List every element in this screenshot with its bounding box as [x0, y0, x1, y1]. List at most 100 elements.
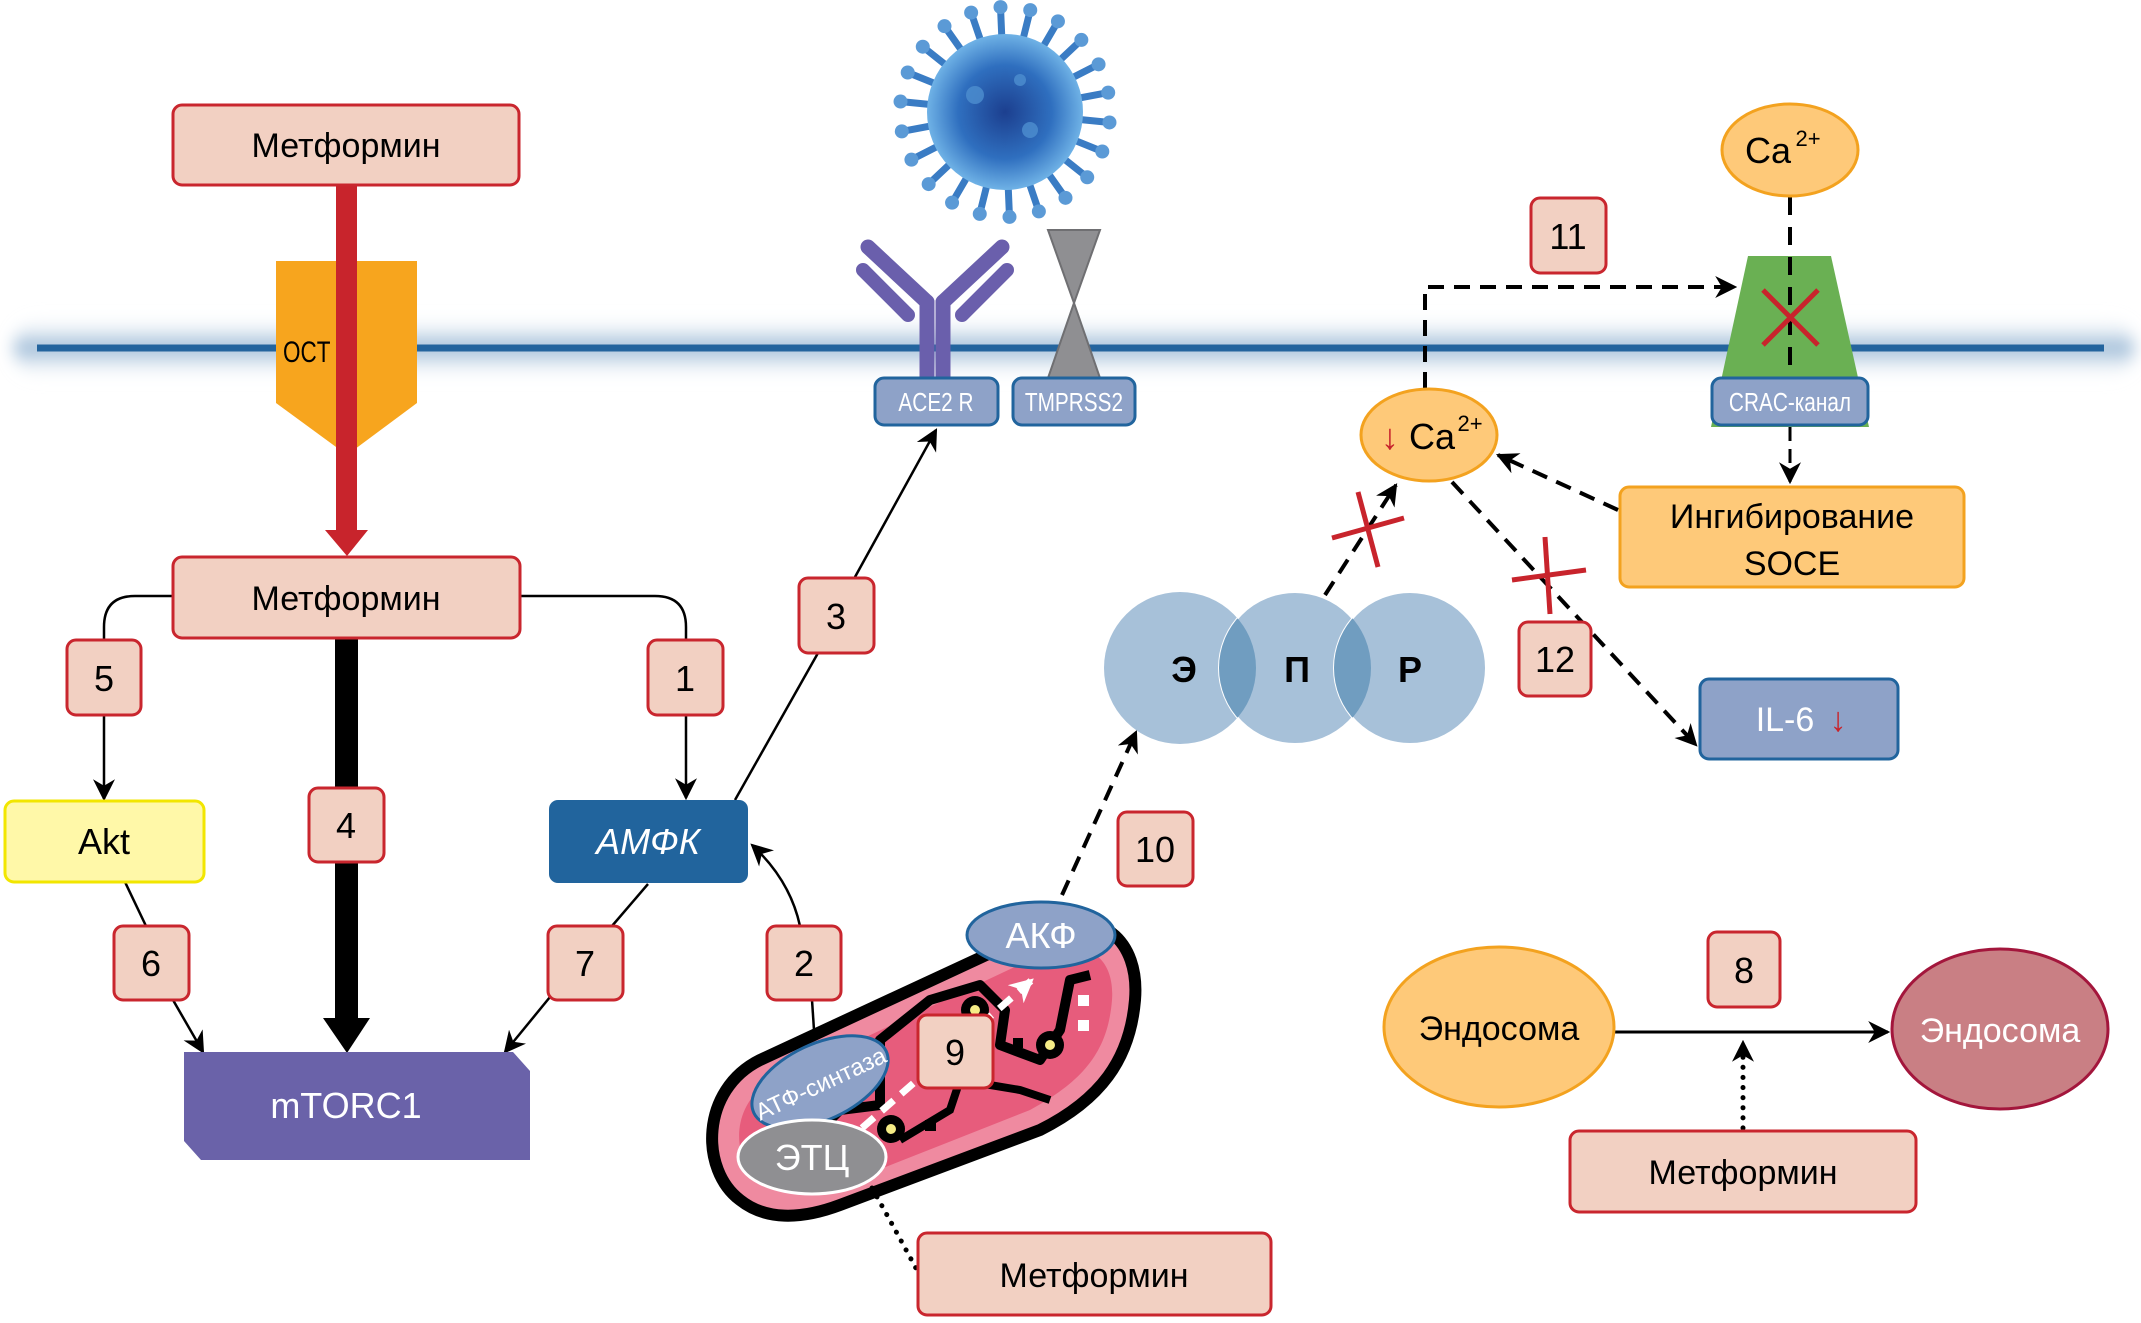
epr-node[interactable]: Э П Р [1104, 591, 1487, 745]
endosome-left-label: Эндосома [1419, 1010, 1580, 1048]
virus-spike-tip [894, 124, 909, 139]
coronavirus-image [893, 0, 1117, 224]
step-6-label: 6 [141, 943, 161, 984]
metformin-endo-label: Метформин [1649, 1154, 1838, 1192]
virus-spike-tip [1023, 3, 1038, 18]
akf-label: АКФ [1005, 915, 1076, 956]
step-badge-9[interactable]: 9 [916, 1013, 995, 1090]
ca-low-label: Ca [1409, 416, 1456, 457]
step-8-label: 8 [1734, 950, 1754, 991]
step-badge-10[interactable]: 10 [1116, 810, 1195, 888]
ca-low-down-arrow-icon: ↓ [1381, 416, 1399, 457]
step-badge-4[interactable]: 4 [307, 786, 386, 864]
epr-letter-e: Э [1171, 649, 1197, 690]
dotted-metformin-to-etc [869, 1185, 921, 1275]
mtorc1-node[interactable]: mTORC1 [184, 1052, 530, 1160]
virus-spike-tip [972, 206, 987, 221]
arrow-step2-to-ampk [750, 843, 802, 927]
tmprss2-label: TMPRSS2 [1025, 388, 1123, 417]
arrow-soce-to-low-ca [1496, 453, 1619, 512]
step-badge-3[interactable]: 3 [797, 576, 876, 655]
il6-label: IL-6 [1756, 701, 1815, 739]
virus-spike-tip [1102, 115, 1117, 130]
ca-top-label: Ca [1745, 130, 1792, 171]
step-7-label: 7 [575, 943, 595, 984]
arrow-epr-to-low-ca [1323, 483, 1398, 597]
step-2-label: 2 [794, 943, 814, 984]
step-11-label: 11 [1549, 216, 1586, 257]
endosome-right-label: Эндосома [1920, 1012, 2081, 1050]
step-3-label: 3 [826, 596, 846, 637]
arrow-step10-akf-to-epr [1060, 729, 1138, 896]
virus-spike-tip [893, 94, 908, 109]
virus-spike-tip [1050, 14, 1065, 29]
metformin-top-label: Метформин [252, 127, 441, 165]
block-mark-ca-il6 [1511, 536, 1587, 615]
virus-body [927, 34, 1083, 190]
arrow-step3-to-ace2 [853, 428, 938, 578]
connector-metformin-to-step1 [520, 594, 688, 640]
red-arrow-shaft [336, 185, 357, 531]
connector-akt-to-step6 [123, 881, 148, 927]
tmprss2-protease[interactable]: TMPRSS2 [1011, 229, 1137, 427]
step-badge-5[interactable]: 5 [65, 638, 143, 717]
ace2-receptor[interactable]: ACE2 R [856, 239, 1014, 427]
step-badge-1[interactable]: 1 [646, 638, 725, 717]
step-badge-6[interactable]: 6 [112, 924, 191, 1002]
arrow-step11-low-ca-to-crac [1423, 276, 1738, 388]
etc-node[interactable]: ЭТЦ [736, 1118, 888, 1196]
virus-spike-tip [1002, 209, 1017, 224]
virus-spike-tip [1080, 170, 1095, 185]
virus-spike-tip [993, 0, 1008, 15]
crac-block-x-icon [1761, 288, 1820, 347]
etc-label: ЭТЦ [775, 1137, 850, 1178]
virus-spike-tip [937, 19, 952, 34]
step-badge-11[interactable]: 11 [1529, 196, 1608, 275]
endosome-right-node[interactable]: Эндосома [1890, 947, 2110, 1111]
step-10-label: 10 [1135, 829, 1175, 870]
metformin-box-endosome[interactable]: Метформин [1568, 1129, 1918, 1214]
step-9-label: 9 [945, 1032, 965, 1073]
virus-spike-tip [1091, 57, 1106, 72]
akf-node[interactable]: АКФ [965, 900, 1117, 970]
virus-spike-tip [921, 177, 936, 192]
arrow-step6-to-mtorc1 [171, 999, 205, 1054]
connector-ampk-to-step7 [611, 883, 649, 927]
ampk-node[interactable]: АМФК [549, 800, 748, 883]
step-badge-2[interactable]: 2 [765, 924, 843, 1002]
il6-node[interactable]: IL-6 ↓ [1698, 677, 1900, 761]
connector-ampk-to-step3 [733, 652, 820, 801]
ca-low-node[interactable]: ↓ Ca 2+ [1359, 387, 1499, 483]
ca-extracellular-node[interactable]: Ca 2+ [1720, 102, 1860, 198]
soce-inhibition-node[interactable]: Ингибирование SOCE [1618, 485, 1966, 589]
ace2-y-shape [856, 239, 1014, 386]
soce-label-line1: Ингибирование [1670, 498, 1914, 536]
step-badge-12[interactable]: 12 [1517, 620, 1593, 698]
red-uptake-arrow [325, 185, 368, 556]
ca-top-charge: 2+ [1795, 126, 1820, 151]
akt-node[interactable]: Akt [3, 799, 206, 884]
step-5-label: 5 [94, 658, 114, 699]
step-badge-7[interactable]: 7 [546, 924, 625, 1002]
arrow-step7-to-mtorc1 [503, 996, 551, 1054]
block-mark-epr-ca [1331, 491, 1405, 568]
metformin-box-mito[interactable]: Метформин [916, 1231, 1273, 1317]
crac-channel[interactable]: CRAC-канал [1710, 197, 1870, 427]
metformin-mid-label: Метформин [252, 580, 441, 618]
metformin-box-mid[interactable]: Метформин [171, 555, 522, 640]
step-4-label: 4 [336, 805, 356, 846]
connector-metformin-to-step5 [102, 594, 173, 646]
virus-spike-tip [900, 65, 915, 80]
step-1-label: 1 [675, 658, 695, 699]
arrow-low-ca-to-il6 [1450, 480, 1698, 747]
il6-down-arrow-icon: ↓ [1830, 701, 1847, 739]
ca-low-charge: 2+ [1457, 411, 1482, 436]
epr-letter-r: Р [1398, 649, 1422, 690]
endosome-left-node[interactable]: Эндосома [1382, 945, 1616, 1109]
crac-label: CRAC-канал [1729, 388, 1851, 417]
oct-label: OCT [283, 335, 330, 369]
virus-spike-tip [904, 152, 919, 167]
step-badge-8[interactable]: 8 [1706, 930, 1782, 1009]
metformin-box-top[interactable]: Метформин [171, 103, 521, 187]
